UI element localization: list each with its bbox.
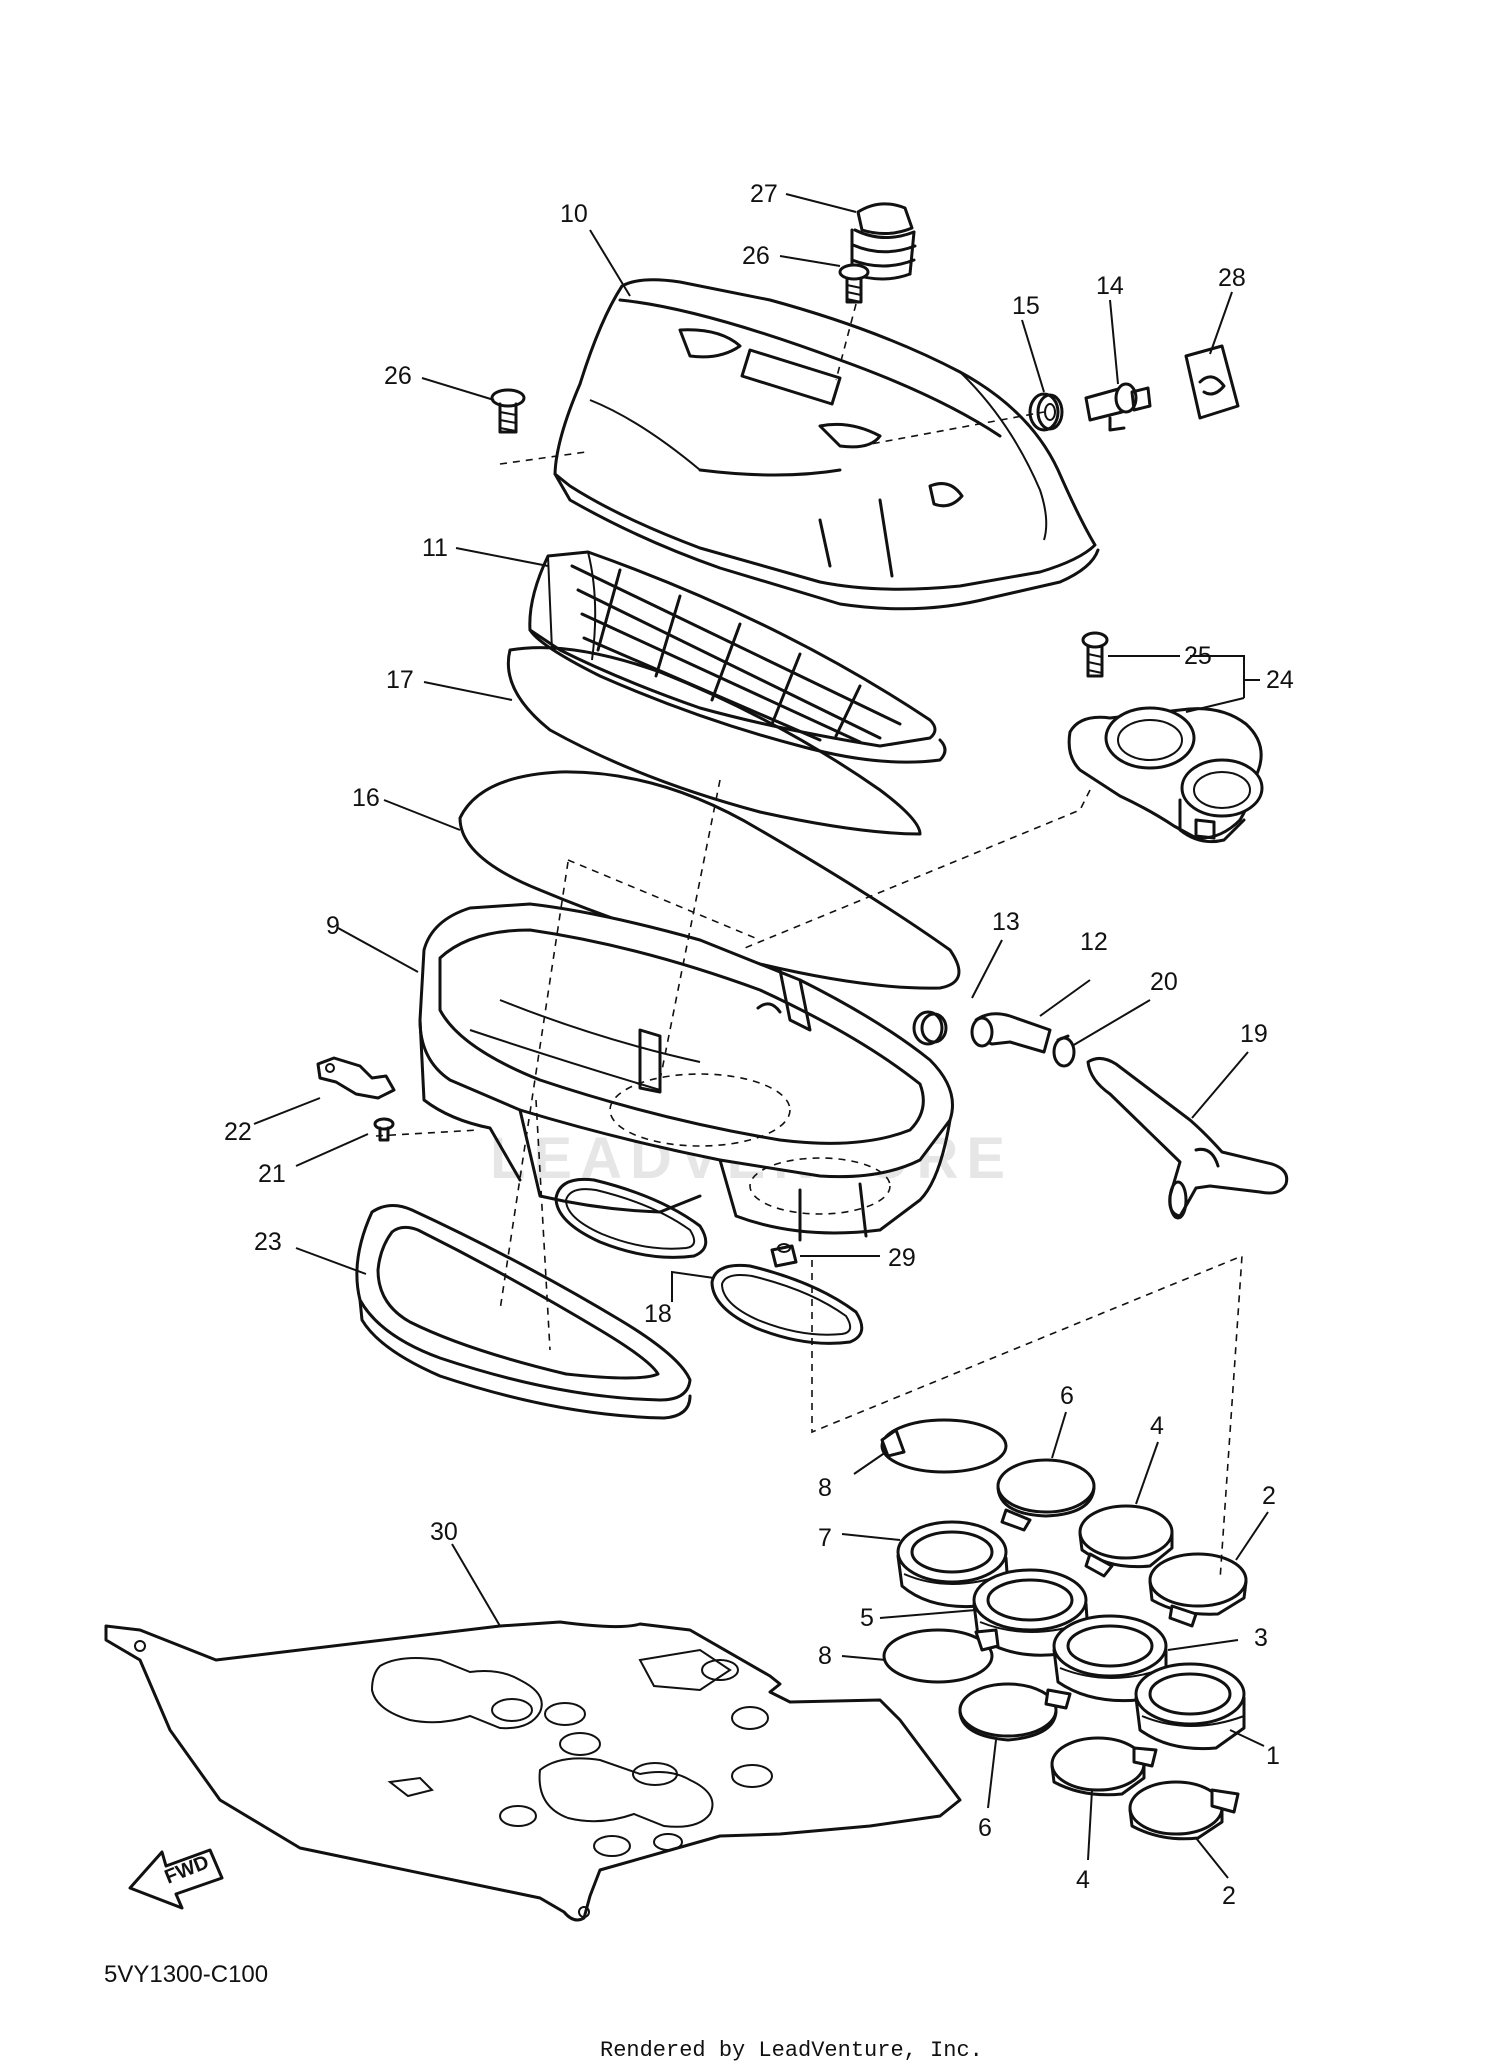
callout-29: 29 xyxy=(888,1244,916,1272)
callout-8-top: 8 xyxy=(818,1474,832,1502)
callout-23: 23 xyxy=(254,1228,282,1256)
diagram-code: 5VY1300-C100 xyxy=(104,1961,268,1988)
part-12-hose xyxy=(970,1012,1052,1054)
callout-13: 13 xyxy=(992,908,1020,936)
callout-24: 24 xyxy=(1266,666,1294,694)
callout-2-bottom: 2 xyxy=(1222,1882,1236,1910)
part-26-screw-left xyxy=(490,388,526,434)
callout-2-top: 2 xyxy=(1262,1482,1276,1510)
part-26-screw-top xyxy=(838,263,870,304)
callout-8-bottom: 8 xyxy=(818,1642,832,1670)
callout-27: 27 xyxy=(750,180,778,208)
callout-7: 7 xyxy=(818,1524,832,1552)
callout-16: 16 xyxy=(352,784,380,812)
part-14-stud xyxy=(1084,382,1152,432)
callout-28: 28 xyxy=(1218,264,1246,292)
part-28-clip xyxy=(1184,344,1240,420)
callout-25: 25 xyxy=(1184,642,1212,670)
callout-9: 9 xyxy=(326,912,340,940)
render-credit: Rendered by LeadVenture, Inc. xyxy=(600,2038,983,2063)
part-15-grommet xyxy=(1028,392,1064,432)
callout-17: 17 xyxy=(386,666,414,694)
leader-lines xyxy=(253,193,1269,1879)
intake-boots-and-clamps xyxy=(880,1418,1248,1841)
fwd-arrow-icon: FWD xyxy=(128,1848,224,1910)
callout-11: 11 xyxy=(422,534,448,562)
callout-18: 18 xyxy=(644,1300,672,1328)
part-13-grommet xyxy=(912,1010,948,1046)
part-29-clip xyxy=(770,1243,798,1268)
part-10-case-cover xyxy=(553,278,1100,611)
part-17-seal xyxy=(506,646,922,836)
part-22-bracket xyxy=(316,1056,396,1100)
callout-26-top: 26 xyxy=(742,242,770,270)
part-16-gasket xyxy=(458,770,961,990)
callout-15: 15 xyxy=(1012,292,1040,320)
part-9-case xyxy=(418,902,954,1242)
part-25-bolt xyxy=(1081,631,1109,678)
part-21-screw xyxy=(373,1117,395,1142)
callout-19: 19 xyxy=(1240,1020,1268,1048)
part-11-filter-element xyxy=(528,550,947,764)
callout-6-top: 6 xyxy=(1060,1382,1074,1410)
part-30-heat-shield xyxy=(104,1620,962,1922)
callout-26-left: 26 xyxy=(384,362,412,390)
reference-lines xyxy=(375,303,1243,1581)
part-20-clamp xyxy=(1052,1034,1076,1068)
callout-1: 1 xyxy=(1266,1742,1280,1770)
callout-20: 20 xyxy=(1150,968,1178,996)
part-27-cap xyxy=(850,202,917,281)
callout-22: 22 xyxy=(224,1118,252,1146)
callout-10: 10 xyxy=(560,200,588,228)
callout-12: 12 xyxy=(1080,928,1108,956)
callout-30: 30 xyxy=(430,1518,458,1546)
part-18-orings xyxy=(554,1177,864,1345)
callout-4-bottom: 4 xyxy=(1076,1866,1090,1894)
part-23-frame xyxy=(355,1204,692,1420)
callout-21: 21 xyxy=(258,1160,286,1188)
callout-6-bottom: 6 xyxy=(978,1814,992,1842)
callout-3: 3 xyxy=(1254,1624,1268,1652)
part-19-hose xyxy=(1086,1057,1289,1220)
callout-4-top: 4 xyxy=(1150,1412,1164,1440)
callout-14: 14 xyxy=(1096,272,1124,300)
callout-5: 5 xyxy=(860,1604,874,1632)
part-24-joint xyxy=(1067,706,1264,844)
callout-numbers: 27 10 26 26 15 14 28 11 25 24 17 16 13 1… xyxy=(224,180,1294,1910)
